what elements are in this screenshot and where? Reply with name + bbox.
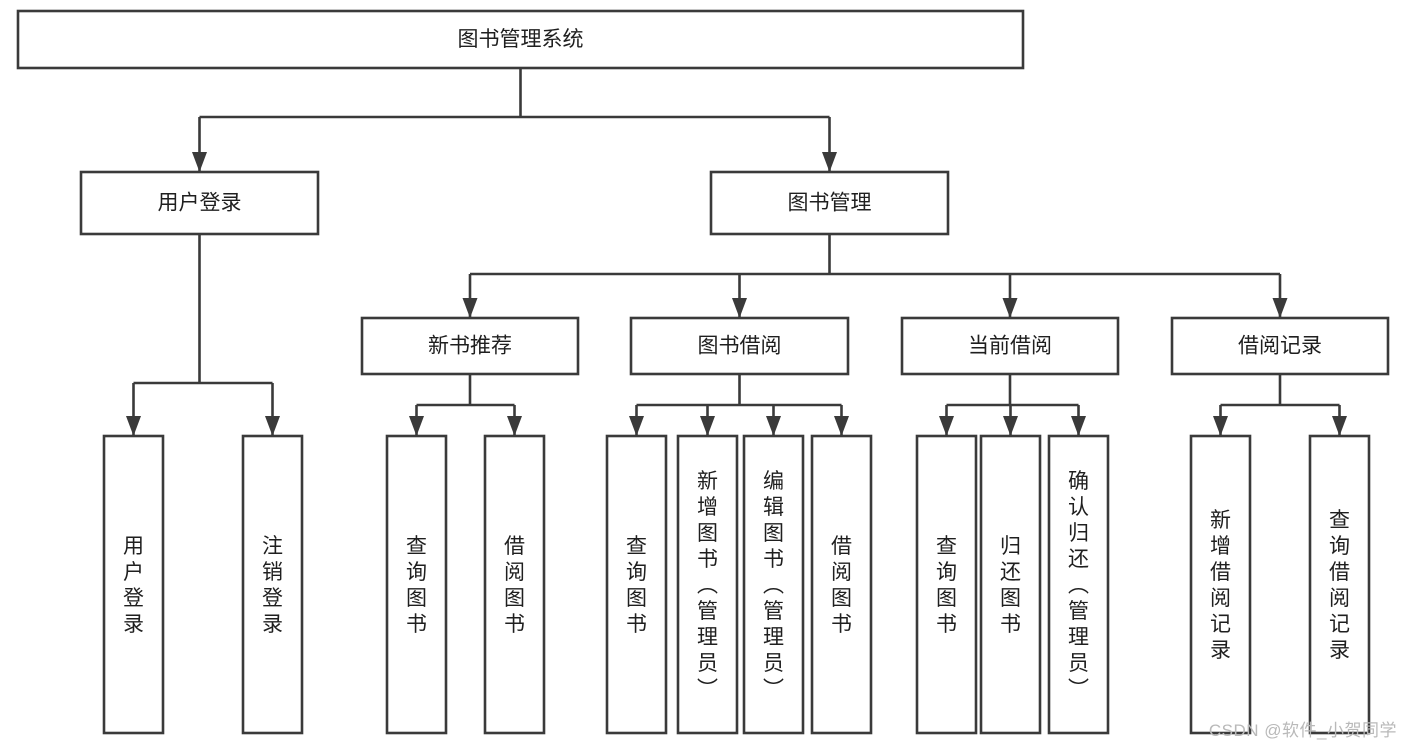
arrow-head-l3-1-0 (629, 416, 644, 436)
node-label: 借阅图书 (831, 535, 852, 636)
node-新增图书管理员-leaf-5[interactable]: 新增图书︵管理员︶ (676, 434, 739, 735)
node-label: 归还图书 (1000, 535, 1021, 636)
node-label: 用户登录 (123, 535, 144, 636)
node-label: 查询图书 (936, 535, 957, 636)
node-box[interactable] (360, 316, 580, 376)
node-归还图书-leaf-9[interactable]: 归还图书 (979, 434, 1042, 735)
node-新增借阅记录-leaf-11[interactable]: 新增借阅记录 (1189, 434, 1252, 735)
arrow-head-l3-1-3 (834, 416, 849, 436)
node-box[interactable] (605, 434, 668, 735)
node-label: 当前借阅 (968, 335, 1052, 358)
node-图书借阅-l3-1[interactable]: 图书借阅 (629, 316, 850, 376)
node-label: 图书管理 (788, 192, 872, 215)
node-label: 编辑图书︵管理员︶ (763, 470, 784, 701)
node-当前借阅-l3-2[interactable]: 当前借阅 (900, 316, 1120, 376)
node-用户登录-l2-0[interactable]: 用户登录 (79, 170, 320, 236)
node-label: 查询图书 (406, 535, 427, 636)
node-label: 新增图书︵管理员︶ (697, 470, 718, 701)
node-label: 确认归还︵管理员︶ (1068, 470, 1089, 701)
edges-layer (126, 68, 1347, 436)
node-box[interactable] (1170, 316, 1390, 376)
arrow-head-book-mgmt-0 (462, 298, 478, 318)
node-label: 借阅记录 (1238, 335, 1322, 358)
node-box[interactable] (979, 434, 1042, 735)
arrow-head-l3-0-0 (409, 416, 424, 436)
node-box[interactable] (915, 434, 978, 735)
node-查询图书-leaf-2[interactable]: 查询图书 (385, 434, 448, 735)
node-box[interactable] (102, 434, 165, 735)
arrow-head-l3-2-2 (1071, 416, 1086, 436)
arrow-head-l3-1-2 (766, 416, 781, 436)
node-label: 图书借阅 (698, 335, 782, 358)
node-label: 新增借阅记录 (1210, 509, 1231, 662)
node-box[interactable] (1047, 434, 1110, 735)
node-label: 查询借阅记录 (1329, 509, 1350, 662)
node-box[interactable] (79, 170, 320, 236)
arrow-head-l3-3-1 (1332, 416, 1347, 436)
node-图书管理系统-root-0[interactable]: 图书管理系统 (16, 9, 1025, 70)
node-编辑图书管理员-leaf-6[interactable]: 编辑图书︵管理员︶ (742, 434, 805, 735)
node-box[interactable] (1189, 434, 1252, 735)
node-用户登录-leaf-0[interactable]: 用户登录 (102, 434, 165, 735)
node-查询图书-leaf-8[interactable]: 查询图书 (915, 434, 978, 735)
node-借阅记录-l3-3[interactable]: 借阅记录 (1170, 316, 1390, 376)
nodes-layer: 图书管理系统用户登录图书管理新书推荐图书借阅当前借阅借阅记录用户登录注销登录查询… (16, 9, 1390, 735)
node-注销登录-leaf-1[interactable]: 注销登录 (241, 434, 304, 735)
node-借阅图书-leaf-3[interactable]: 借阅图书 (483, 434, 546, 735)
node-box[interactable] (483, 434, 546, 735)
node-box[interactable] (810, 434, 873, 735)
node-box[interactable] (385, 434, 448, 735)
arrow-head-user-login-1 (265, 416, 280, 436)
node-box[interactable] (709, 170, 950, 236)
arrow-head-l3-2-1 (1003, 416, 1018, 436)
node-box[interactable] (629, 316, 850, 376)
arrow-head-book-mgmt-3 (1272, 298, 1288, 318)
node-box[interactable] (742, 434, 805, 735)
arrow-head-root-1 (822, 152, 837, 172)
node-box[interactable] (16, 9, 1025, 70)
arrow-head-user-login-0 (126, 416, 141, 436)
arrow-head-root-0 (192, 152, 207, 172)
arrow-head-l3-0-1 (507, 416, 522, 436)
arrow-head-l3-1-1 (700, 416, 715, 436)
arrow-head-book-mgmt-2 (1002, 298, 1018, 318)
node-label: 借阅图书 (504, 535, 525, 636)
node-label: 用户登录 (158, 192, 242, 215)
node-新书推荐-l3-0[interactable]: 新书推荐 (360, 316, 580, 376)
node-box[interactable] (1308, 434, 1371, 735)
node-box[interactable] (900, 316, 1120, 376)
arrow-head-book-mgmt-1 (732, 298, 747, 318)
node-label: 图书管理系统 (458, 28, 584, 51)
arrow-head-l3-2-0 (939, 416, 954, 436)
node-label: 查询图书 (626, 535, 647, 636)
arrow-head-l3-3-0 (1213, 416, 1228, 436)
node-label: 注销登录 (262, 535, 283, 636)
node-box[interactable] (241, 434, 304, 735)
node-借阅图书-leaf-7[interactable]: 借阅图书 (810, 434, 873, 735)
node-图书管理-l2-1[interactable]: 图书管理 (709, 170, 950, 236)
node-查询图书-leaf-4[interactable]: 查询图书 (605, 434, 668, 735)
node-box[interactable] (676, 434, 739, 735)
node-查询借阅记录-leaf-12[interactable]: 查询借阅记录 (1308, 434, 1371, 735)
node-确认归还管理员-leaf-10[interactable]: 确认归还︵管理员︶ (1047, 434, 1110, 735)
node-label: 新书推荐 (428, 335, 512, 358)
